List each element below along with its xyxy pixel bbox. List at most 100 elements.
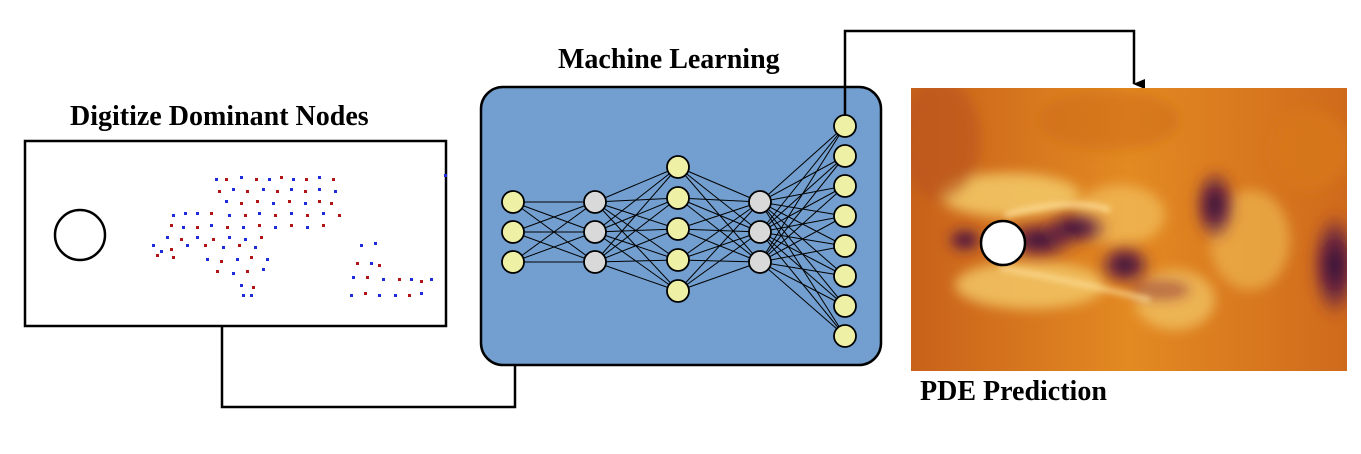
output-node (833, 174, 857, 198)
cylinder-icon (979, 219, 1027, 267)
sensor-dot (250, 294, 253, 297)
sensor-dot (304, 190, 307, 193)
network-edge (512, 201, 596, 263)
sensor-dot (180, 238, 183, 241)
sensor-dot (330, 202, 333, 205)
sensor-dot (280, 176, 283, 179)
sensor-dot (226, 226, 229, 229)
sensor-dot (254, 246, 257, 249)
output-node (833, 294, 857, 318)
input-node (501, 190, 525, 214)
network-edge (594, 197, 679, 263)
sensor-dot (420, 280, 423, 283)
sensor-dot (334, 190, 337, 193)
network-edge (677, 231, 761, 292)
sensor-dot (290, 212, 293, 215)
sensor-dot (274, 226, 277, 229)
sensor-dot (170, 248, 173, 251)
sensor-dot (255, 178, 258, 181)
sensor-dot (222, 246, 225, 249)
sensor-dot (210, 212, 213, 215)
sensor-dot (244, 214, 247, 217)
network-edge (759, 261, 846, 307)
sensor-dot (170, 224, 173, 227)
hidden-node (748, 250, 772, 274)
hidden-yellow-node (666, 217, 690, 241)
sensor-dot (184, 212, 187, 215)
sensor-dot (318, 188, 321, 191)
sensor-dot (322, 224, 325, 227)
sensor-dot (378, 294, 381, 297)
network-edge (594, 166, 679, 263)
sensor-dot (290, 188, 293, 191)
sensor-dot (410, 278, 413, 281)
sensor-dot (350, 294, 353, 297)
network-edge (512, 231, 596, 263)
sensor-dot (258, 224, 261, 227)
network-edge (677, 197, 761, 203)
sensor-dot (398, 278, 401, 281)
sensor-dot (196, 226, 199, 229)
sensor-dot (232, 272, 235, 275)
sensor-dot (366, 276, 369, 279)
sensor-dot (246, 270, 249, 273)
input-node (501, 220, 525, 244)
hidden-yellow-node (666, 186, 690, 210)
sensor-dot (258, 212, 261, 215)
sensor-dot (236, 258, 239, 261)
network-edge (759, 261, 846, 277)
sensor-dot (225, 200, 228, 203)
sensor-dot (216, 270, 219, 273)
digitize-title: Digitize Dominant Nodes (70, 101, 369, 132)
hidden-node (583, 220, 607, 244)
sensor-dot (228, 214, 231, 217)
network-edge (594, 259, 679, 263)
sensor-dot (242, 294, 245, 297)
sensor-dot (306, 226, 309, 229)
output-node (833, 144, 857, 168)
network-edge (594, 228, 679, 263)
sensor-dot (260, 236, 263, 239)
output-node (833, 204, 857, 228)
sensor-dot (274, 214, 277, 217)
hidden-node (583, 250, 607, 274)
sensor-dot (262, 188, 265, 191)
sensor-dot (244, 238, 247, 241)
sensor-dot (338, 214, 341, 217)
network-edge (759, 185, 846, 263)
output-node (833, 264, 857, 288)
sensor-dot (420, 292, 423, 295)
hidden-node (583, 190, 607, 214)
sensor-dot (232, 188, 235, 191)
network-edge (759, 125, 846, 203)
sensor-dot (332, 178, 335, 181)
sensor-dot (378, 264, 381, 267)
sensor-dot (186, 244, 189, 247)
sensor-dot (172, 256, 175, 259)
network-edge (759, 155, 846, 263)
network-edges (512, 125, 846, 337)
sensor-dot (250, 256, 253, 259)
sensor-dot (394, 294, 397, 297)
network-nodes (501, 114, 857, 348)
sensor-dot (318, 200, 321, 203)
sensor-dot (262, 268, 265, 271)
sensor-dot (408, 294, 411, 297)
sensor-dot (240, 284, 243, 287)
sensor-dot (352, 276, 355, 279)
sensor-dot (182, 226, 185, 229)
sensor-dot (215, 178, 218, 181)
sensor-dot (166, 236, 169, 239)
cylinder-icon (53, 208, 107, 262)
sensor-dot (370, 262, 373, 265)
sensor-dot (206, 258, 209, 261)
sensor-dots (152, 174, 447, 297)
sensor-dot (212, 238, 215, 241)
sensor-dot (430, 278, 433, 281)
network-edge (759, 261, 846, 337)
sensor-dot (305, 178, 308, 181)
sensor-dot (360, 244, 363, 247)
sensor-dot (256, 200, 259, 203)
sensor-dot (272, 202, 275, 205)
output-node (833, 324, 857, 348)
